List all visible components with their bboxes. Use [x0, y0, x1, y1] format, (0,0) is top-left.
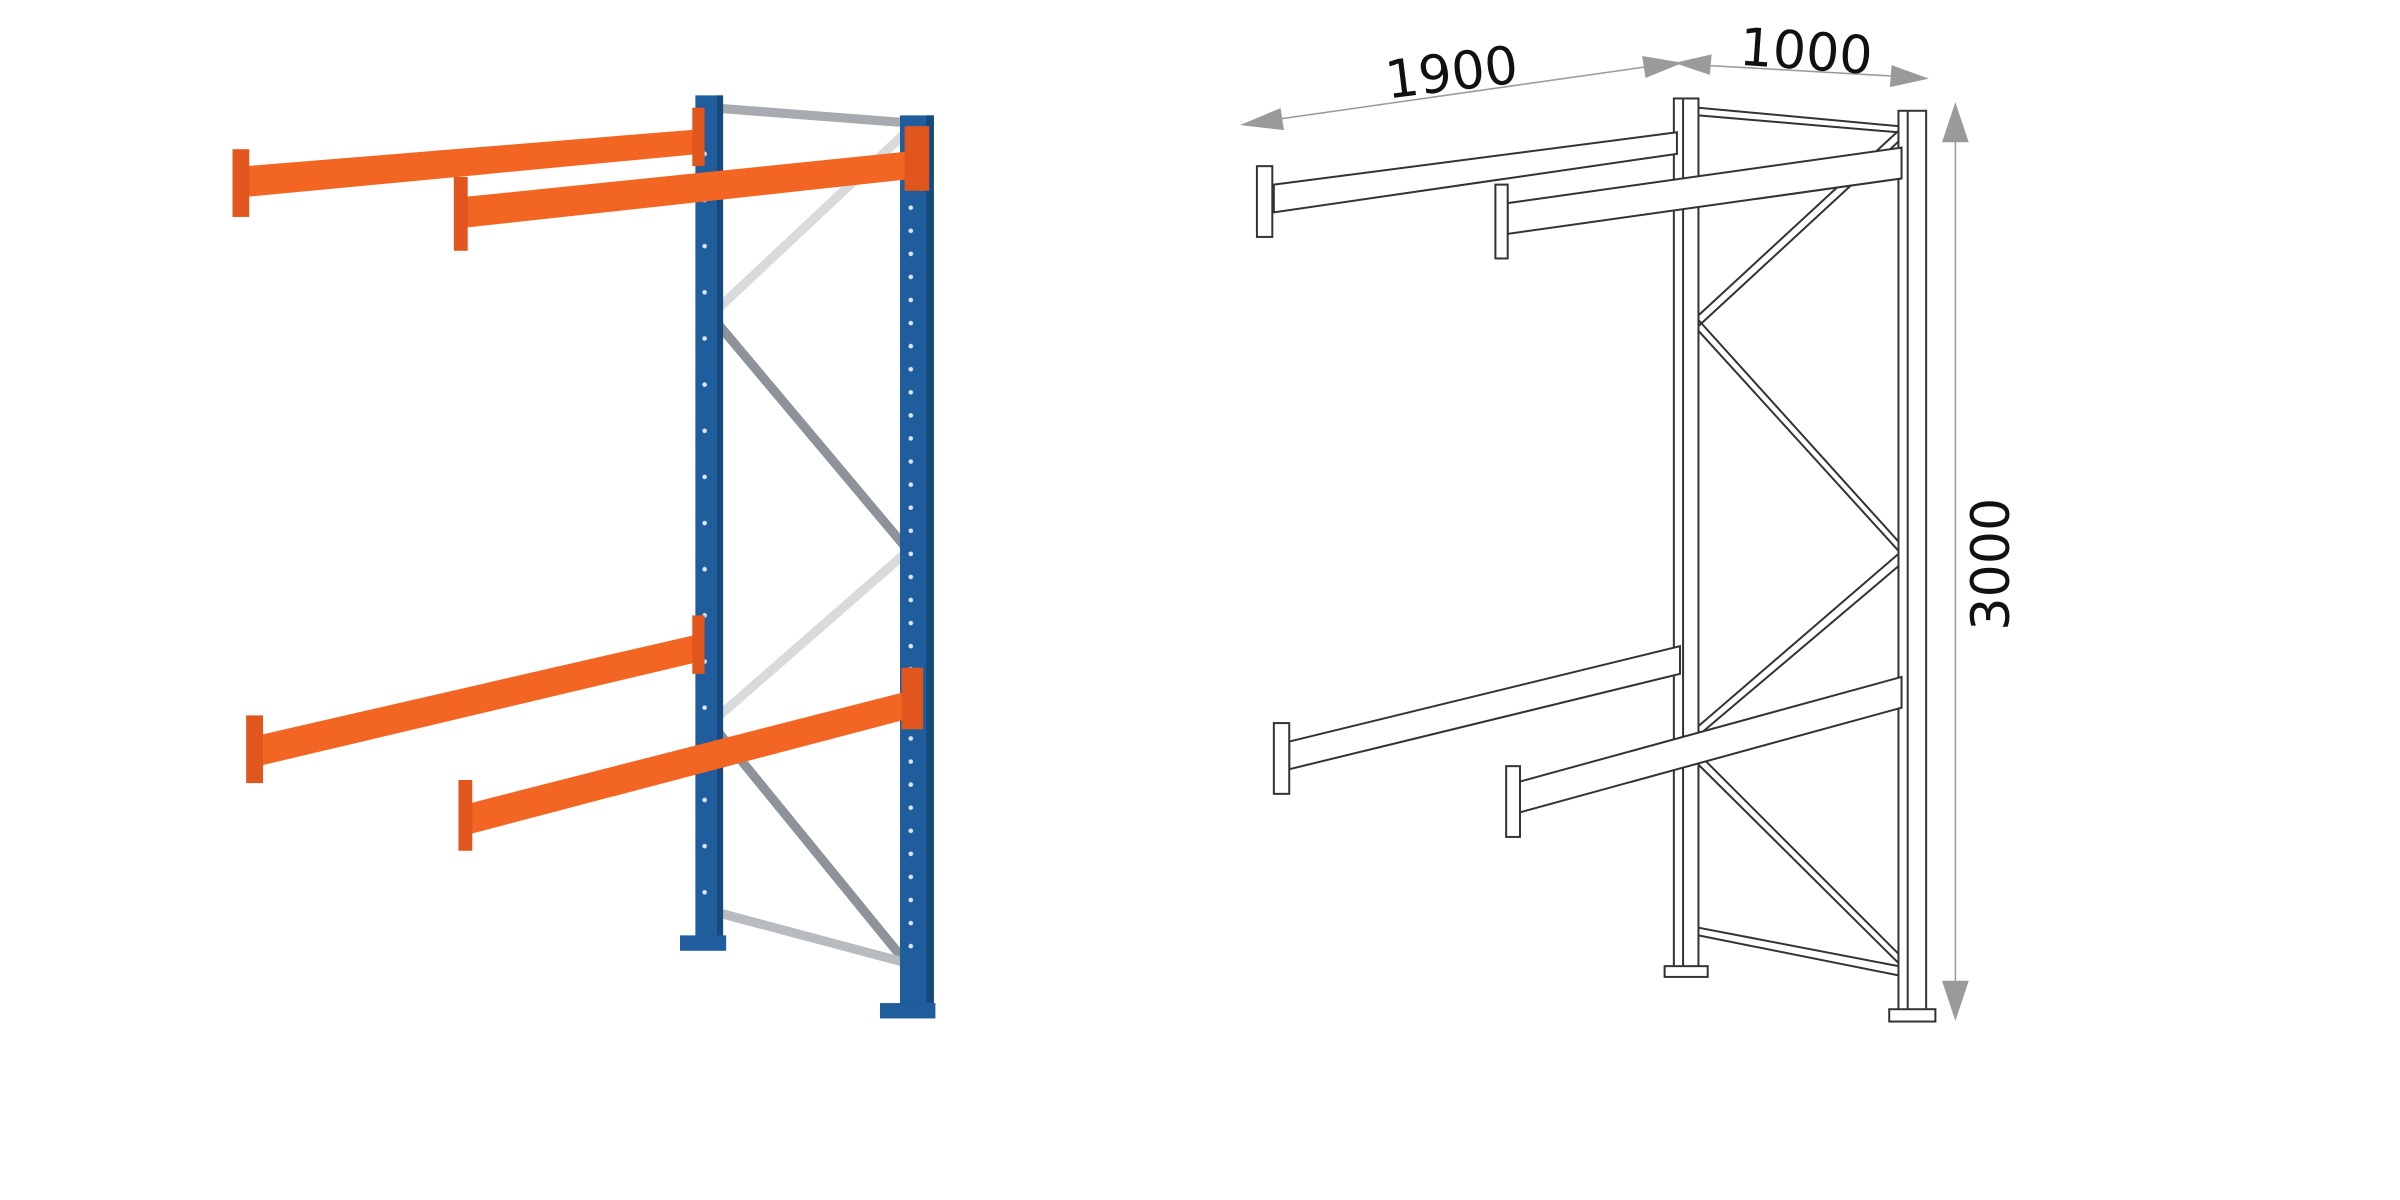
dimension-depth: 1000 — [1738, 17, 1875, 87]
dimension-length: 1900 — [1382, 35, 1522, 112]
beam-bottom-front — [470, 689, 916, 834]
outline-beam-top-back — [1272, 131, 1678, 214]
colored-rack — [232, 95, 936, 1019]
beam-top-back — [246, 129, 700, 197]
orange-beams — [232, 107, 930, 851]
outline-rack — [1255, 97, 1937, 1023]
dimension-height: 3000 — [1961, 498, 2022, 631]
rack-bracing — [706, 103, 916, 967]
dimension-lines — [1240, 54, 1969, 1021]
outline-beam-bottom-back — [1288, 644, 1682, 771]
beam-top-front — [464, 150, 916, 228]
beam-bottom-back — [258, 633, 700, 767]
